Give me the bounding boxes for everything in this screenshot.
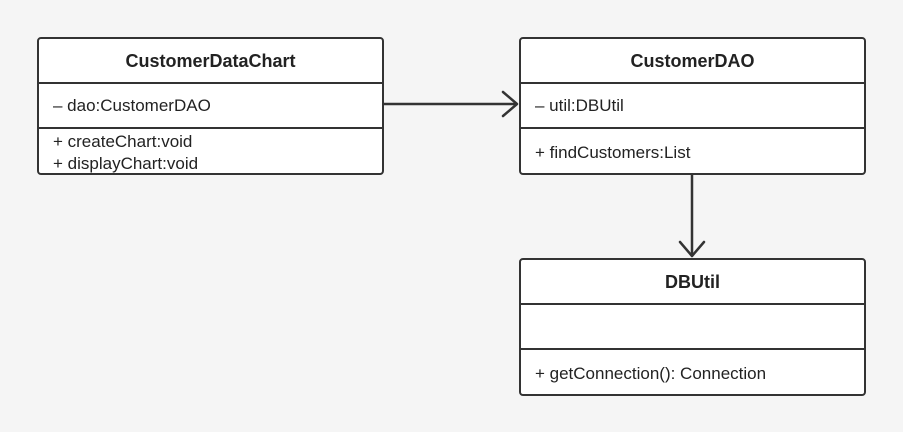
- attributes-section: – dao:CustomerDAO: [39, 84, 382, 129]
- attributes-section-empty: [521, 305, 864, 350]
- method-create-chart: + createChart:void: [53, 132, 193, 151]
- class-db-util[interactable]: DBUtil + getConnection(): Connection: [519, 258, 866, 396]
- class-name: CustomerDAO: [521, 39, 864, 84]
- arrowhead-icon: [678, 240, 706, 258]
- class-customer-dao[interactable]: CustomerDAO – util:DBUtil + findCustomer…: [519, 37, 866, 175]
- methods-section: + getConnection(): Connection: [521, 350, 864, 394]
- methods-section: + createChart:void + displayChart:void: [39, 129, 382, 173]
- methods-section: + findCustomers:List: [521, 129, 864, 173]
- method-display-chart: + displayChart:void: [53, 154, 199, 173]
- method-find-customers: + findCustomers:List: [535, 143, 691, 162]
- arrowhead-icon: [501, 90, 519, 118]
- attribute-dao: – dao:CustomerDAO: [53, 96, 211, 115]
- association-dao-to-dbutil[interactable]: [678, 175, 706, 258]
- association-chart-to-dao[interactable]: [384, 90, 519, 118]
- method-get-connection: + getConnection(): Connection: [535, 364, 767, 383]
- class-customer-data-chart[interactable]: CustomerDataChart – dao:CustomerDAO + cr…: [37, 37, 384, 175]
- class-name: DBUtil: [521, 260, 864, 305]
- class-name: CustomerDataChart: [39, 39, 382, 84]
- attributes-section: – util:DBUtil: [521, 84, 864, 129]
- attribute-util: – util:DBUtil: [535, 96, 624, 115]
